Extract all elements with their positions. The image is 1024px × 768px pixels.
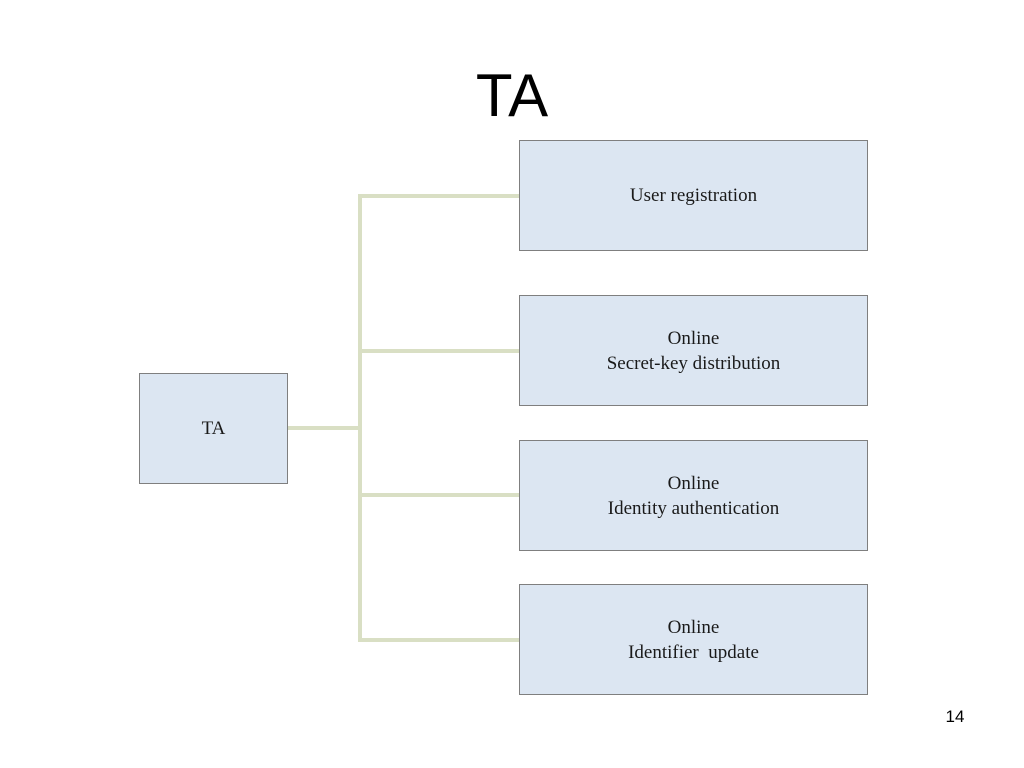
node-label-line: Identity authentication [607,497,780,519]
ta-root-node: TA [139,373,288,484]
node-label-line: Online [667,327,720,349]
identifier-update-node: Online Identifier update [519,584,868,695]
user-registration-node: User registration [519,140,868,251]
node-label-line: Online [667,616,720,638]
secret-key-distribution-node: Online Secret-key distribution [519,295,868,406]
page-number: 14 [945,707,965,726]
node-label-line: Identifier update [628,641,759,663]
identity-authentication-node: Online Identity authentication [519,440,868,551]
node-label-line: User registration [629,185,758,206]
node-label-line: Secret-key distribution [606,352,781,374]
slide-title: TA [475,62,549,129]
ta-root-label: TA [201,418,226,439]
node-label-line: Online [667,472,720,494]
